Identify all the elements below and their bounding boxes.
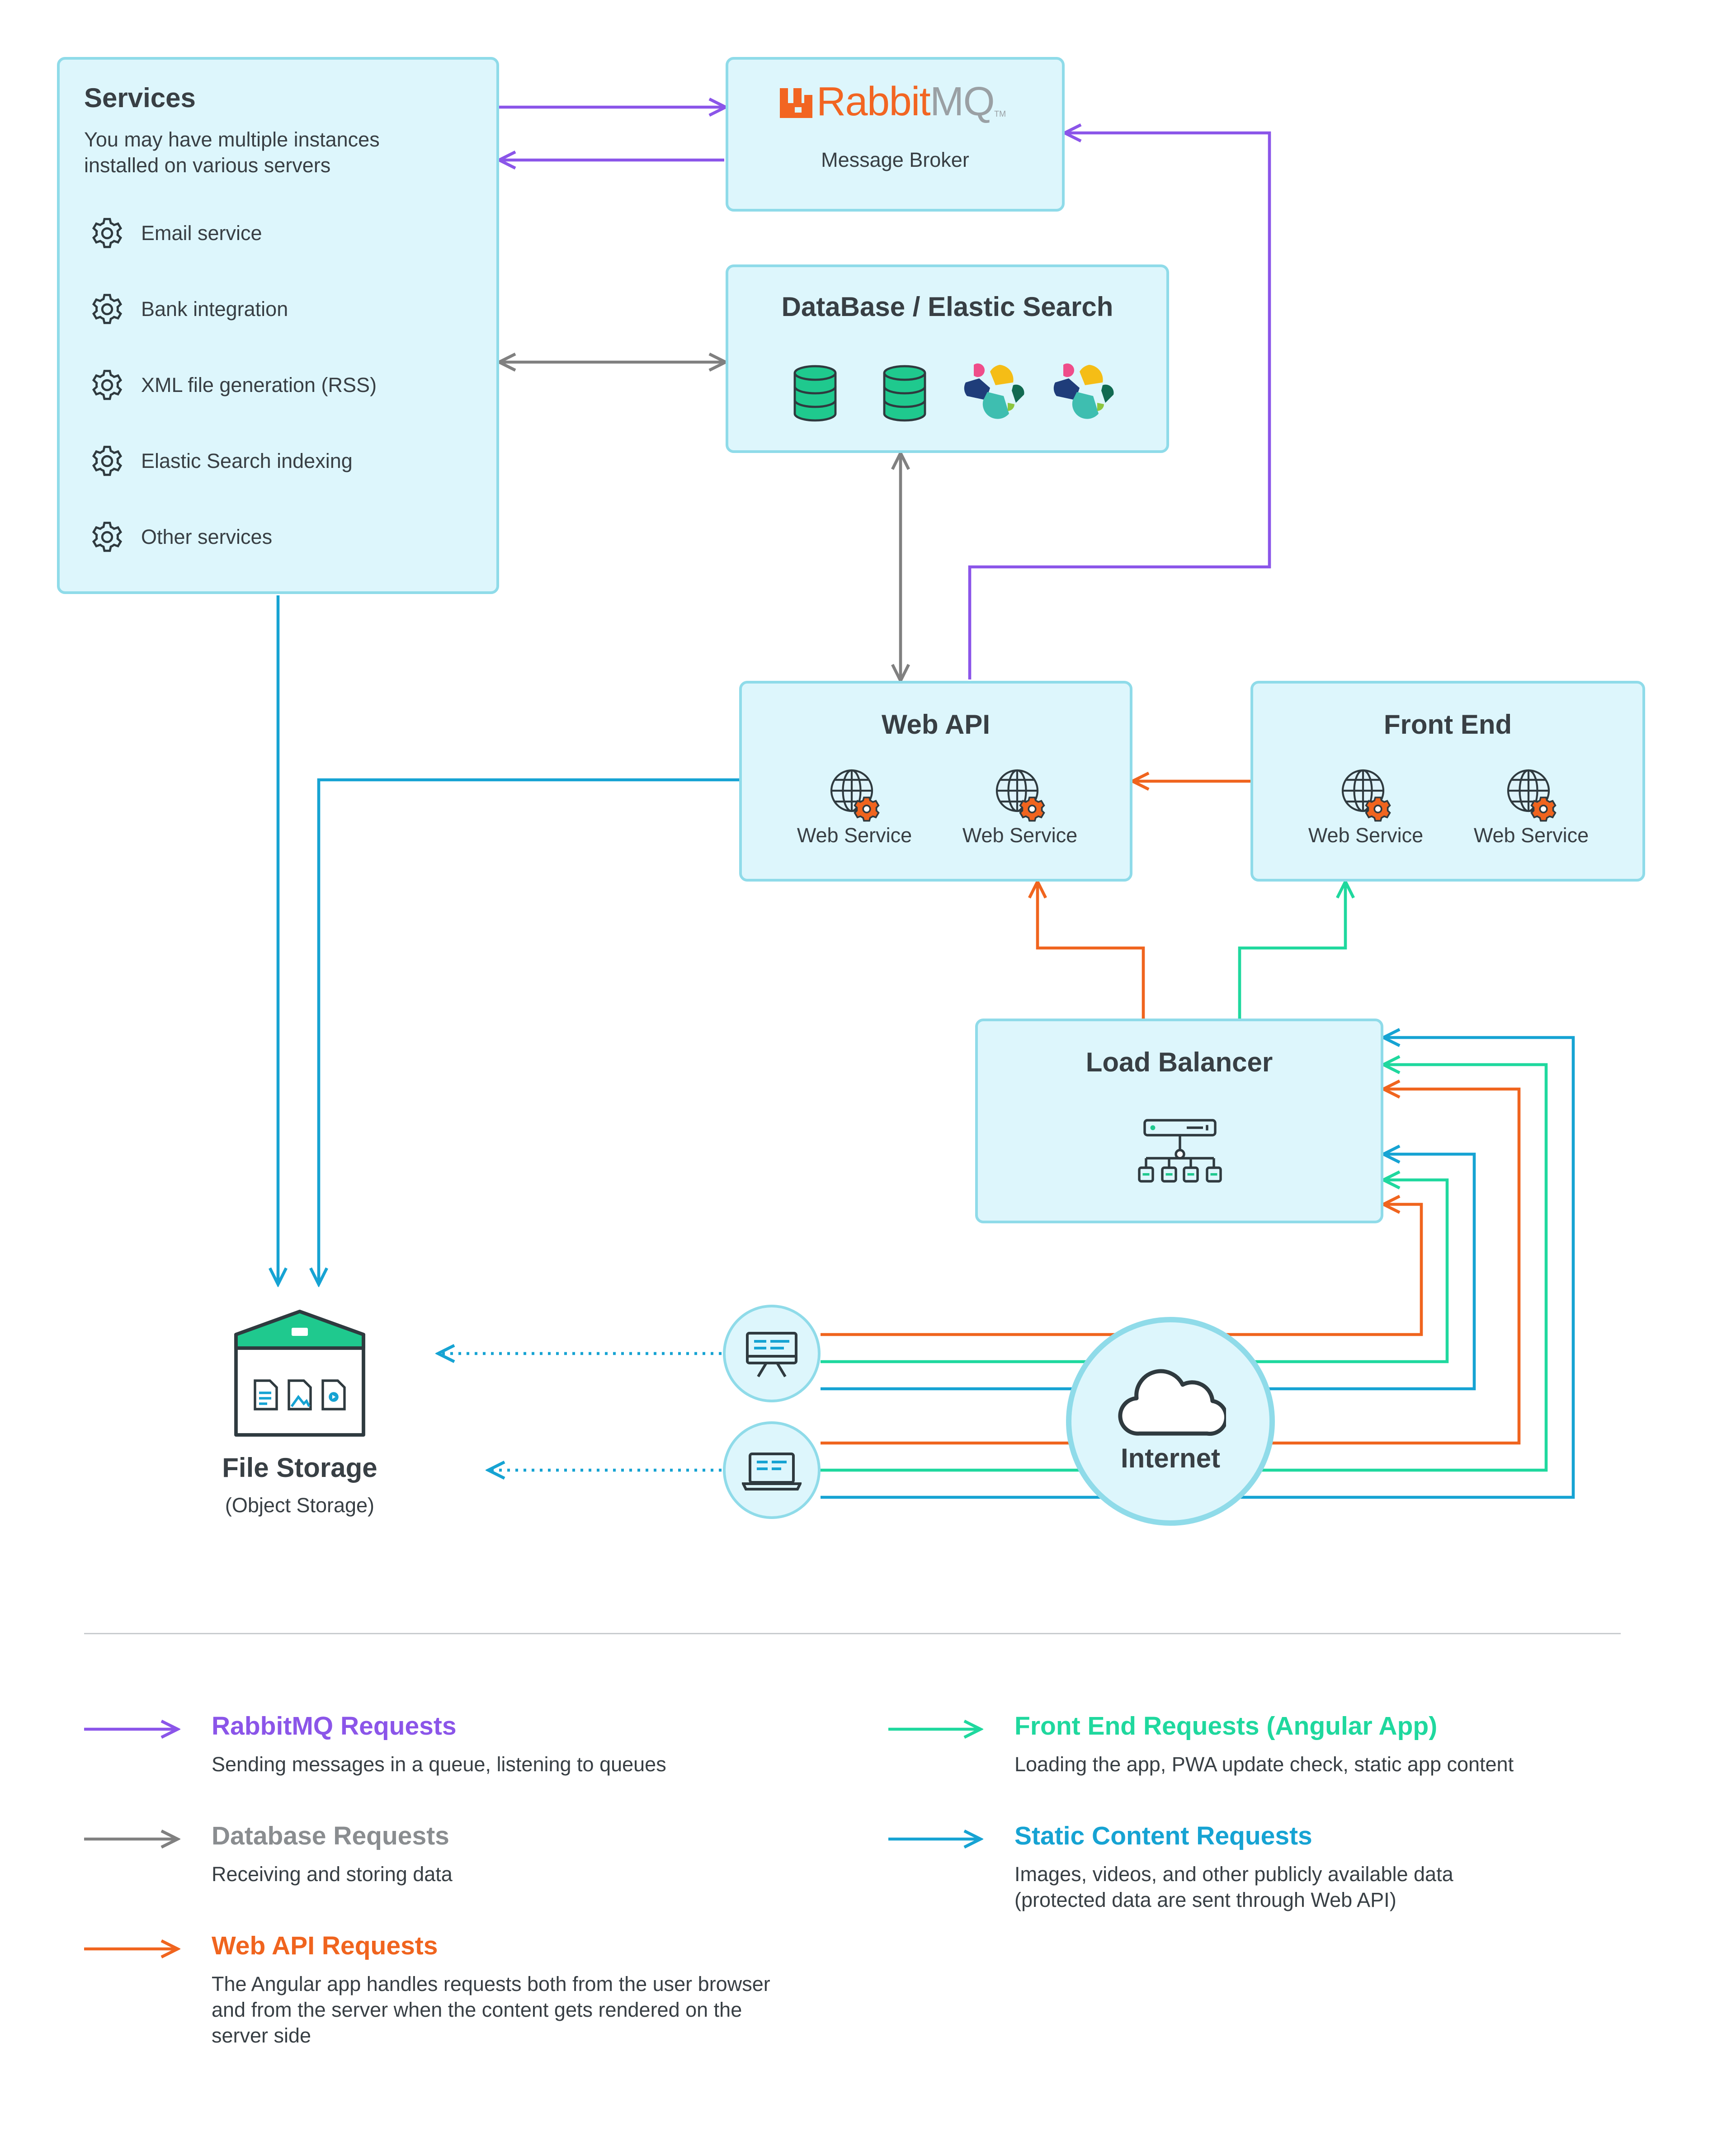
rabbitmq-logo-mq: MQ: [930, 80, 995, 125]
rabbitmq-logo-tm: TM: [994, 111, 1006, 119]
web-api-panel: Web API Web Service Web Service: [739, 681, 1132, 882]
laptop-icon: [742, 1453, 802, 1491]
service-item-label: Other services: [141, 525, 273, 549]
web-service: Web Service: [780, 768, 929, 849]
web-service-label: Web Service: [797, 825, 912, 848]
file-storage-title: File Storage: [222, 1454, 377, 1484]
cloud-icon: [1118, 1369, 1226, 1436]
rabbit-logo-icon: [780, 88, 812, 118]
load-balancer-title: Load Balancer: [1085, 1048, 1273, 1078]
desktop-client: [723, 1305, 821, 1402]
database-panel: DataBase / Elastic Search: [726, 264, 1169, 453]
web-service: Web Service: [1457, 768, 1606, 849]
legend-description: Images, videos, and other publicly avail…: [1014, 1863, 1453, 1887]
webapi-arrow: [1038, 883, 1145, 1019]
rabbitmq-arrow: [968, 133, 1271, 679]
service-item-xml: XML file generation (RSS): [90, 366, 377, 404]
rabbitmq-logo: Rabbit MQ TM: [777, 79, 1006, 127]
legend-description: Receiving and storing data: [212, 1863, 453, 1887]
service-item-label: Bank integration: [141, 297, 288, 321]
front-end-title: Front End: [1383, 711, 1512, 741]
load-balancer-panel: Load Balancer: [975, 1019, 1383, 1223]
service-item-bank: Bank integration: [90, 290, 288, 328]
front-end-panel: Front End Web Service Web Service: [1250, 681, 1645, 882]
services-subtitle-line2: installed on various servers: [84, 155, 331, 178]
legend-title: Static Content Requests: [1014, 1823, 1312, 1851]
file-storage-icon: [234, 1310, 365, 1437]
internet-label: Internet: [1120, 1444, 1221, 1474]
service-item-email: Email service: [90, 214, 262, 252]
service-item-label: Email service: [141, 222, 262, 245]
web-api-title: Web API: [881, 711, 990, 741]
web-service: Web Service: [1291, 768, 1440, 849]
services-panel: Services You may have multiple instances…: [57, 57, 499, 594]
legend-description: Sending messages in a queue, listening t…: [212, 1754, 666, 1777]
legend-description: The Angular app handles requests both fr…: [212, 1973, 770, 1996]
rabbitmq-caption: Message Broker: [821, 149, 969, 172]
legend-description: and from the server when the content get…: [212, 1999, 742, 2022]
legend-title: Front End Requests (Angular App): [1014, 1713, 1438, 1741]
file-storage-subtitle: (Object Storage): [225, 1495, 375, 1518]
services-subtitle-line1: You may have multiple instances: [84, 129, 380, 152]
frontend-arrow: [1238, 883, 1345, 1019]
web-service: Web Service: [945, 768, 1094, 849]
laptop-client: [723, 1421, 821, 1519]
desktop-icon: [746, 1332, 797, 1377]
web-service-label: Web Service: [1308, 825, 1424, 848]
load-balancer-icon: [1138, 1119, 1222, 1183]
legend-title: RabbitMQ Requests: [212, 1713, 457, 1741]
web-service-label: Web Service: [1473, 825, 1589, 848]
rabbitmq-logo-text: Rabbit: [816, 80, 931, 125]
service-item-elastic: Elastic Search indexing: [90, 442, 353, 480]
legend-divider: [84, 1633, 1621, 1634]
service-item-label: XML file generation (RSS): [141, 373, 377, 397]
legend-description: (protected data are sent through Web API…: [1014, 1889, 1396, 1912]
database-title: DataBase / Elastic Search: [781, 293, 1113, 323]
legend-description: Loading the app, PWA update check, stati…: [1014, 1754, 1514, 1777]
service-item-other: Other services: [90, 518, 272, 556]
web-service-label: Web Service: [962, 825, 1078, 848]
rabbitmq-panel: Rabbit MQ TM Message Broker: [726, 57, 1065, 212]
legend-description: server side: [212, 2025, 311, 2048]
legend-title: Web API Requests: [212, 1933, 438, 1961]
legend-title: Database Requests: [212, 1823, 449, 1851]
services-title: Services: [84, 84, 196, 114]
static-arrow: [319, 778, 739, 1283]
service-item-label: Elastic Search indexing: [141, 449, 353, 473]
